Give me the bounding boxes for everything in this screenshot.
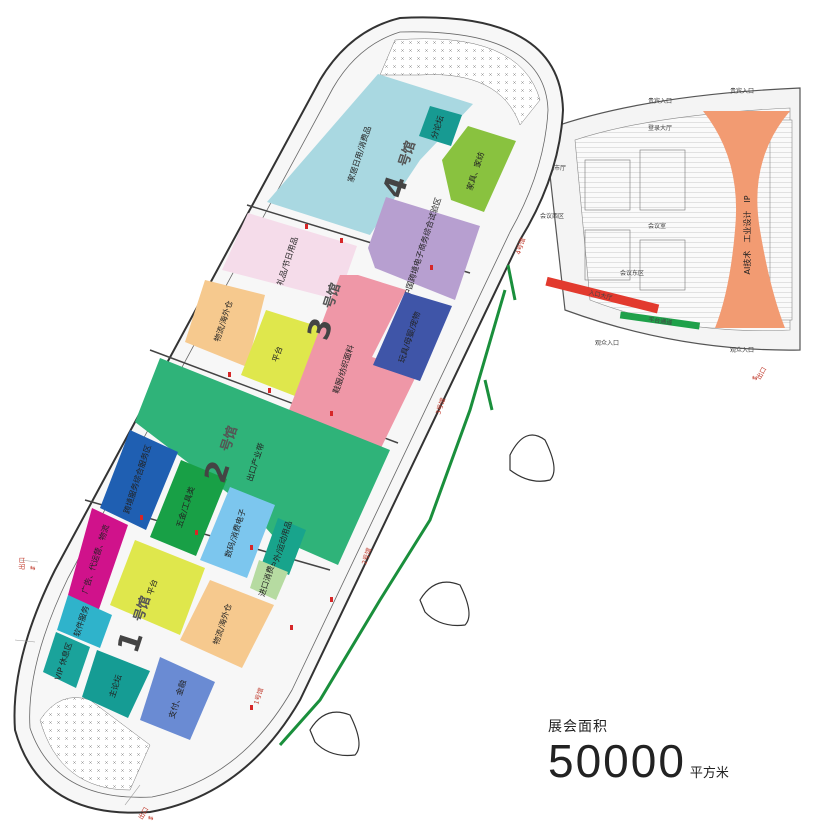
ai-ip-zone	[703, 111, 790, 328]
zone-advertising	[68, 508, 128, 612]
exhibition-area-unit: 平方米	[689, 766, 729, 781]
east-label-vip-entrance-1: 贵宾入口	[648, 97, 672, 105]
exit-icon: ⇆	[148, 814, 154, 822]
entrance-pods	[309, 434, 555, 757]
east-label-west-meeting: 会议西区	[540, 212, 564, 220]
zone-platform-1-label: 平台	[145, 578, 159, 596]
zone-export-industry	[135, 358, 390, 565]
entrance-hall-strip	[545, 276, 660, 314]
zone-platform-1	[110, 540, 205, 635]
south-auditorium	[39, 697, 151, 791]
zone-platform-3-label: 平台	[270, 345, 284, 363]
zone-furniture	[442, 126, 516, 212]
north-auditorium	[379, 38, 541, 126]
east-label-visitor-entrance-1: 观众入口	[595, 340, 619, 347]
east-label-east-meeting: 会议东区	[620, 269, 644, 277]
hall-1-label: 1 号馆	[111, 594, 154, 657]
hall-1-suffix: 号馆	[131, 594, 154, 624]
ai-ip-zone-label: AI技术 工业设计 IP	[742, 195, 752, 274]
zone-sub-forum	[419, 106, 462, 146]
zone-software	[57, 595, 112, 648]
zone-main-forum	[82, 650, 150, 718]
platform-channel-label: 平台通道	[648, 315, 673, 326]
zone-hardware	[150, 460, 227, 556]
zone-home-goods	[267, 74, 473, 235]
hall-3-suffix: 号馆	[321, 281, 344, 311]
east-label-city-hall: 城市厅	[548, 164, 566, 172]
east-hall: AI技术 工业设计 IP 入口大厅 平台通道 登录大厅 会议室 城市厅 观众入口…	[540, 87, 801, 354]
hall-2-suffix: 号馆	[218, 424, 241, 454]
zone-textiles	[288, 275, 418, 450]
zone-gifts	[222, 213, 357, 300]
zone-logistics-3	[185, 280, 265, 367]
exit-icon: ⇆	[752, 374, 758, 382]
zone-china-ecom-pilot	[368, 197, 480, 300]
zone-platform-3	[241, 310, 320, 398]
exhibition-area-label: 展会面积	[548, 719, 608, 735]
zone-digital-electronics	[200, 487, 275, 578]
exit-label: 出口	[17, 557, 26, 570]
exit-marker-east: ⇆ 出口	[752, 365, 768, 382]
platform-channel-strip	[619, 311, 701, 330]
zone-logistics-1	[180, 580, 274, 668]
red-markers	[140, 224, 433, 710]
east-label-lobby: 登录大厅	[648, 124, 672, 132]
zone-payment-finance	[140, 657, 215, 740]
zone-crossborder-services	[100, 430, 178, 530]
exhibition-area-value: 50000	[548, 735, 686, 787]
hall-4-suffix: 号馆	[396, 139, 419, 169]
zone-toys	[373, 292, 452, 381]
east-label-vip-entrance-2: 贵宾入口	[730, 87, 754, 95]
exit-icon: ⇆	[30, 564, 36, 572]
east-label-visitor-entrance-2: 观众入口	[730, 347, 754, 354]
zone-outdoor-sports	[262, 518, 306, 575]
exit-label: 出口	[754, 365, 768, 381]
exit-marker-west: ⇆ 出口	[17, 557, 36, 572]
zone-vip-lounge	[43, 632, 90, 688]
east-label-meeting: 会议室	[648, 222, 666, 230]
zone-import	[250, 560, 288, 600]
